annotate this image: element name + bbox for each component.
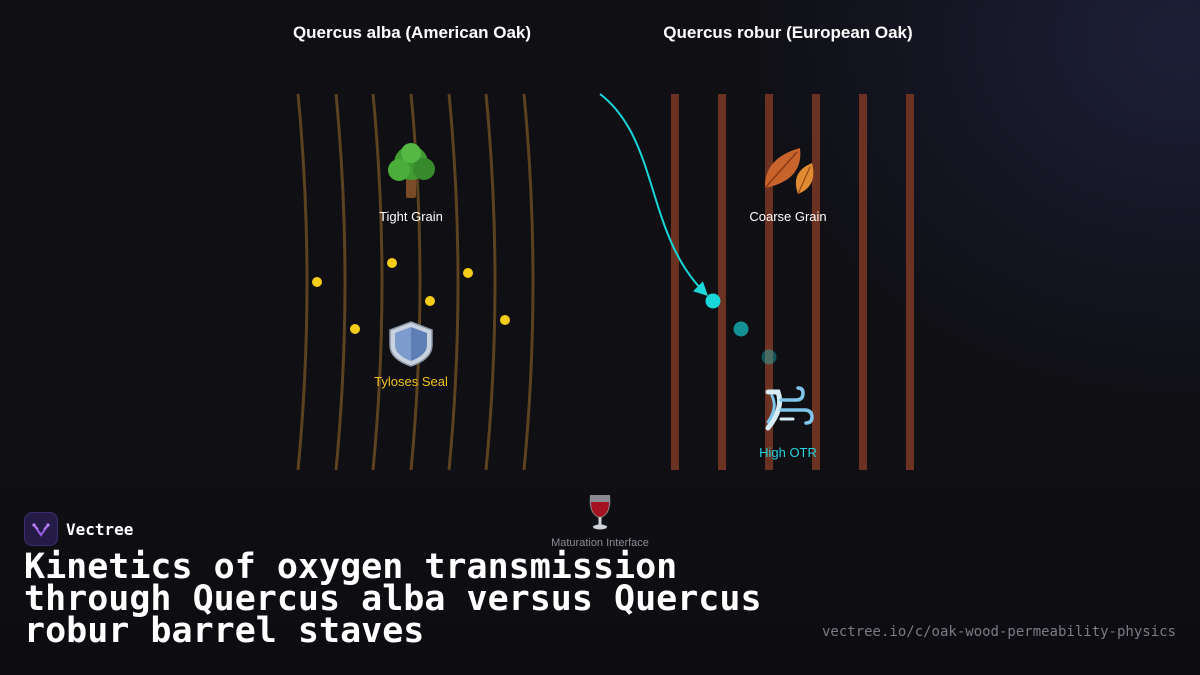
oxygen-particle xyxy=(733,321,749,337)
alba-grain-line xyxy=(447,93,460,471)
oxygen-flow-arrow xyxy=(599,93,709,296)
oxygen-particle xyxy=(705,293,721,309)
source-url: vectree.io/c/oak-wood-permeability-physi… xyxy=(821,624,1176,640)
high-otr-label: High OTR xyxy=(759,445,817,460)
oxygen-particle xyxy=(761,349,777,365)
tyloses-dot xyxy=(463,268,473,278)
alba-grain-line xyxy=(334,93,347,471)
fallen-leaf-icon xyxy=(764,148,814,195)
brand-name: Vectree xyxy=(66,519,134,539)
tight-grain-label: Tight Grain xyxy=(379,209,443,224)
brand: Vectree xyxy=(24,512,133,546)
tyloses-dot xyxy=(387,258,397,268)
deciduous-tree-icon xyxy=(388,143,435,198)
headline: Kinetics of oxygen transmission through … xyxy=(24,547,762,651)
tyloses-dot xyxy=(350,324,360,334)
coarse-grain-label: Coarse Grain xyxy=(749,209,826,224)
bottom-fade xyxy=(0,445,1200,675)
tyloses-dot xyxy=(312,277,322,287)
vectree-logo-icon xyxy=(24,512,58,546)
wine-glass-icon xyxy=(589,495,611,530)
alba-grain-line xyxy=(484,93,497,471)
alba-grain-line xyxy=(371,93,384,471)
maturation-interface-label: Maturation Interface xyxy=(551,537,649,549)
tyloses-dot xyxy=(425,296,435,306)
tyloses-seal-label: Tyloses Seal xyxy=(374,374,448,389)
oxygen-particles xyxy=(705,293,777,365)
shield-icon xyxy=(389,321,433,367)
tyloses-dots xyxy=(312,258,510,334)
robur-column-title: Quercus robur (European Oak) xyxy=(663,23,912,42)
alba-grain-line xyxy=(522,93,535,471)
alba-column-title: Quercus alba (American Oak) xyxy=(293,23,531,42)
alba-grain-line xyxy=(296,93,309,471)
tyloses-dot xyxy=(500,315,510,325)
dashing-away-icon xyxy=(765,386,814,431)
robur-grain-lines xyxy=(671,94,914,470)
